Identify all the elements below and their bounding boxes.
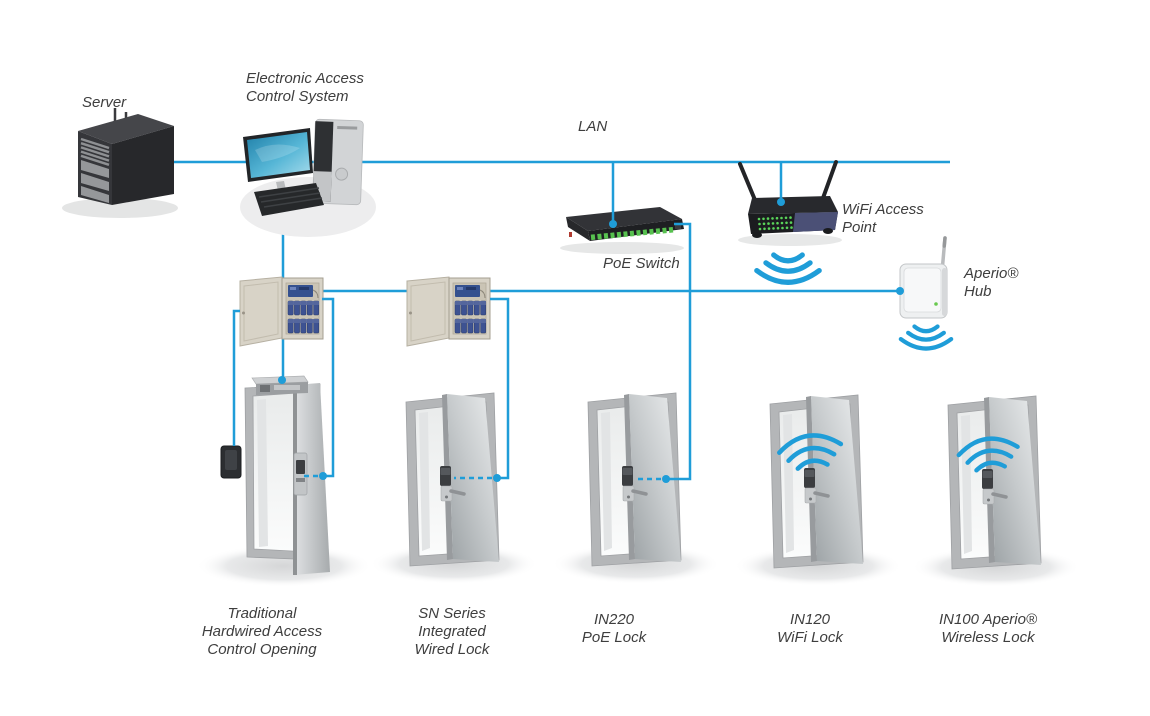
wifi-access-point (738, 160, 842, 246)
door-edge-lock (293, 452, 308, 496)
lan-label: LAN (578, 118, 608, 135)
door-2-label-line3: Wired Lock (414, 641, 490, 658)
server-label: Server (82, 94, 127, 111)
door-3-label-line1: IN220 (593, 611, 635, 628)
door-5-label: IN100 Aperio® Wireless Lock (898, 611, 1078, 647)
connection-lines-front (232, 162, 904, 483)
panel2-to-door2-line (490, 297, 510, 480)
poe-switch (560, 207, 684, 254)
access-control-panel-1 (239, 276, 324, 347)
door-1-label-line3: Control Opening (207, 641, 317, 658)
card-reader (220, 445, 242, 479)
switch-ports (590, 227, 674, 241)
door-in100 (910, 394, 1082, 589)
control-system-computer (240, 118, 376, 237)
hub-connection-dot (896, 287, 904, 295)
door-2-label-line1: SN Series (418, 605, 486, 622)
aperio-hub-label: Aperio® Hub (964, 265, 1018, 301)
door-in220 (550, 391, 722, 586)
control-system-label-line2: Control System (246, 88, 349, 105)
door-1-label-line1: Traditional (227, 605, 297, 622)
door-2-label: SN Series Integrated Wired Lock (362, 605, 542, 659)
control-system-label: Electronic Access Control System (246, 70, 364, 106)
server-rack (62, 108, 178, 218)
door-in120 (732, 393, 904, 588)
computer-keyboard (254, 183, 324, 216)
wifi-ap-label-line2: Point (842, 219, 877, 236)
switch-connection-dot (609, 220, 617, 228)
door-1-label: Traditional Hardwired Access Control Ope… (172, 605, 352, 659)
door-4-label-line1: IN120 (789, 611, 831, 628)
ap-leds (757, 216, 793, 231)
wifi-signal-icon (757, 255, 819, 282)
wifi-ap-label: WiFi Access Point (842, 201, 924, 237)
ap-connection-dot (777, 198, 785, 206)
aperio-hub-label-line1: Aperio® (964, 265, 1019, 282)
door1-connection-dot (319, 472, 327, 480)
aperio-hub-label-line2: Hub (964, 283, 992, 300)
door-2-label-line2: Integrated (418, 623, 486, 640)
door-5-label-line1: IN100 Aperio® (938, 611, 1038, 628)
wifi-signal-icon (901, 327, 951, 349)
door-3-label-line2: PoE Lock (581, 629, 647, 646)
aperio-hub (899, 236, 948, 319)
control-system-label-line1: Electronic Access (246, 70, 364, 87)
door-sn-series (368, 391, 540, 586)
switch-to-in220-line (669, 222, 692, 481)
in220-connection-dot (662, 475, 670, 483)
door-1-label-line2: Hardwired Access (201, 623, 323, 640)
access-control-panel-2 (406, 276, 491, 347)
maglock-connection-dot (278, 376, 286, 384)
computer-tower (312, 118, 364, 206)
panel1-to-door1-line (322, 297, 335, 478)
wifi-ap-label-line1: WiFi Access (842, 201, 924, 218)
door-4-label: IN120 WiFi Lock (720, 611, 900, 647)
door-5-label-line2: Wireless Lock (941, 629, 1035, 646)
door2-connection-dot (493, 474, 501, 482)
poe-switch-label: PoE Switch (603, 255, 680, 272)
panel1-to-reader-line (232, 309, 240, 446)
door-3-label: IN220 PoE Lock (524, 611, 704, 647)
door-traditional-opening (196, 375, 372, 587)
door-4-label-line2: WiFi Lock (777, 629, 843, 646)
